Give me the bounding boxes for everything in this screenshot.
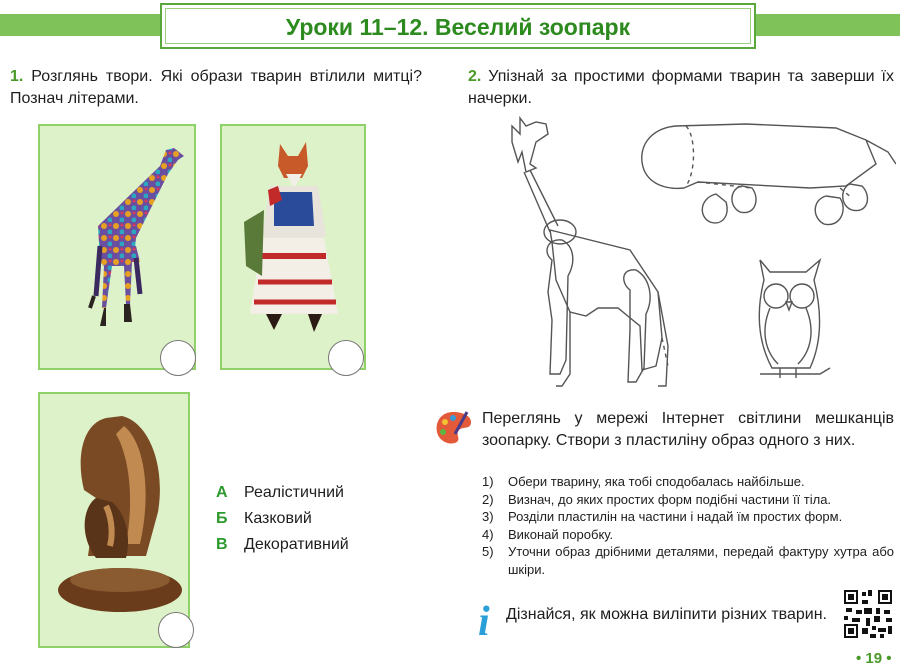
giraffe-sketch xyxy=(511,115,669,387)
answer-circle-fox[interactable] xyxy=(328,340,364,376)
palette-icon xyxy=(436,411,471,444)
info-icon: i xyxy=(478,599,490,645)
giraffe-sculpture-image xyxy=(88,148,184,326)
penguin-sculpture-frame xyxy=(38,392,194,648)
task-1-number: 1. xyxy=(10,68,24,85)
task-2: 2. Упізнай за простими формами тварин та… xyxy=(468,66,894,110)
lesson-banner: Уроки 11–12. Веселий зоопарк xyxy=(160,3,756,49)
task-2-number: 2. xyxy=(468,68,482,85)
qr-code[interactable] xyxy=(842,588,894,640)
answer-circle-giraffe[interactable] xyxy=(160,340,196,376)
elephant-sketch xyxy=(641,123,896,226)
list-item: 3) Розділи пластилін на частини і надай … xyxy=(482,509,843,524)
task-1-text: Розглянь твори. Які образи тварин втілил… xyxy=(10,68,422,107)
legend-item-decorative: В Декоративний xyxy=(216,536,349,553)
task-2-text: Упізнай за простими формами тварин та за… xyxy=(468,68,894,107)
lesson-title: Уроки 11–12. Веселий зоопарк xyxy=(285,14,631,40)
page-number: • 19 • xyxy=(856,650,892,667)
list-item: 4) Виконай поробку. xyxy=(482,526,614,542)
animal-sketches xyxy=(511,115,896,387)
info-text: Дізнайся, як можна виліпити різних твари… xyxy=(506,606,827,623)
answer-circle-penguin[interactable] xyxy=(158,612,194,648)
fox-sculpture-image xyxy=(244,142,338,332)
owl-sketch xyxy=(758,257,831,378)
fox-sculpture-frame xyxy=(220,124,366,376)
list-item: 1) Обери тварину, яка тобі сподобалась н… xyxy=(482,474,805,489)
list-item: 2) Визнач, до яких простих форм подібні … xyxy=(482,491,832,507)
legend: А Реалістичний Б Казковий В Декоративний xyxy=(216,480,349,558)
legend-item-realistic: А Реалістичний xyxy=(216,484,344,501)
task-1: 1. Розглянь твори. Які образи тварин вті… xyxy=(10,66,422,110)
practice-steps: 1) Обери тварину, яка тобі сподобалась н… xyxy=(482,473,894,578)
practice-intro: Переглянь у мережі Інтернет світлини меш… xyxy=(482,410,894,449)
giraffe-sculpture-frame xyxy=(38,124,196,376)
legend-item-fairytale: Б Казковий xyxy=(216,510,312,527)
penguin-sculpture-image xyxy=(58,416,182,612)
list-item: 5) Уточни образ дрібними деталями, перед… xyxy=(482,544,894,577)
